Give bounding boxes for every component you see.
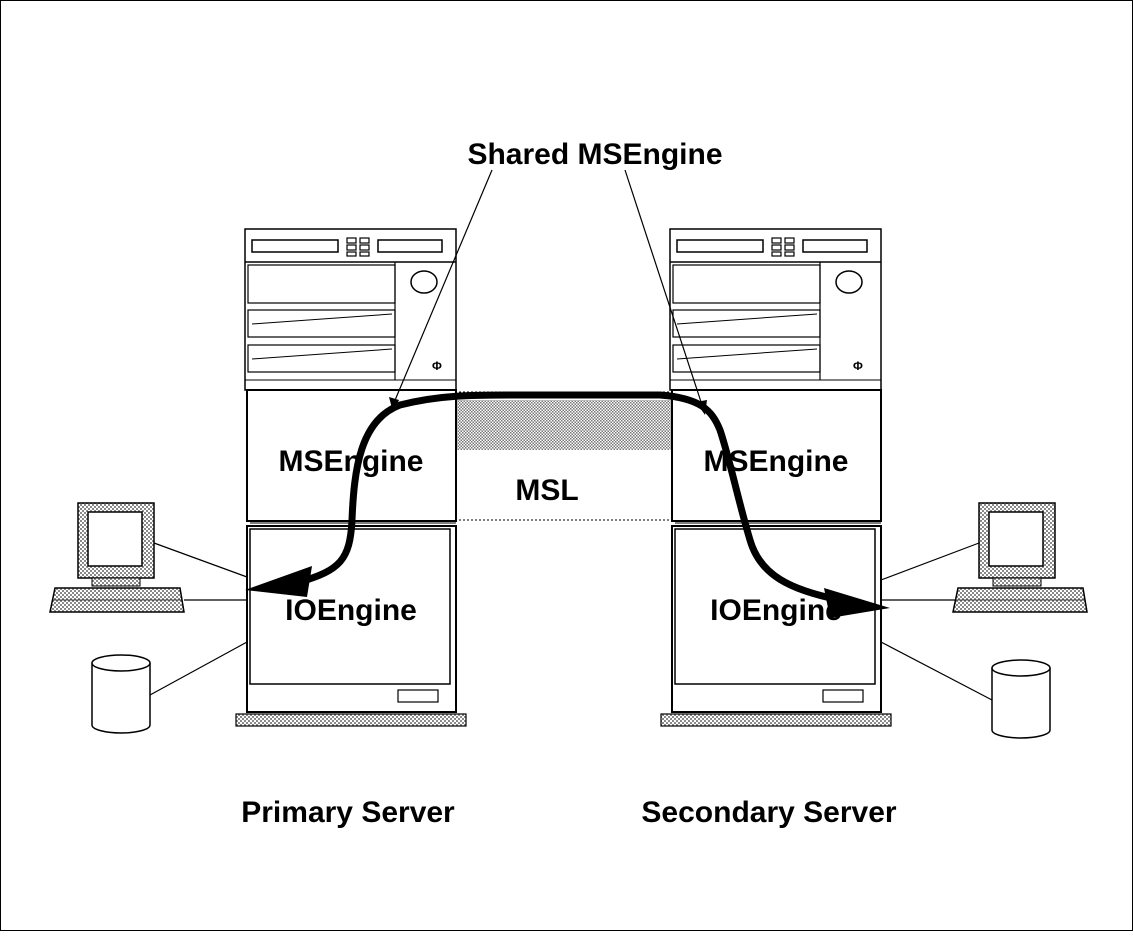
secondary-ioengine-box bbox=[671, 525, 882, 713]
msl-cable bbox=[455, 400, 676, 450]
primary-ioengine-box bbox=[246, 525, 457, 713]
secondary-server-caption: Secondary Server bbox=[641, 796, 896, 829]
power-icon: Φ bbox=[432, 359, 442, 373]
secondary-ioengine-label: IOEngine bbox=[710, 594, 842, 627]
disk-icon bbox=[991, 659, 1051, 739]
diagram-title: Shared MSEngine bbox=[467, 138, 722, 171]
keyboard-icon bbox=[49, 587, 185, 613]
primary-msengine-label: MSEngine bbox=[278, 445, 423, 478]
flow-arrow bbox=[245, 391, 890, 618]
primary-server: Φ bbox=[235, 228, 467, 727]
secondary-server-base bbox=[660, 713, 892, 727]
msl-link bbox=[455, 391, 676, 521]
secondary-peripherals bbox=[880, 502, 1088, 739]
monitor-icon bbox=[978, 502, 1056, 587]
secondary-server: Φ bbox=[660, 228, 892, 727]
primary-ioengine-label: IOEngine bbox=[285, 594, 417, 627]
monitor-icon bbox=[77, 502, 155, 587]
msl-label: MSL bbox=[515, 474, 578, 507]
power-icon: Φ bbox=[853, 359, 863, 373]
disk-icon bbox=[91, 654, 151, 734]
primary-server-caption: Primary Server bbox=[241, 796, 455, 829]
primary-server-base bbox=[235, 713, 467, 727]
secondary-msengine-label: MSEngine bbox=[703, 445, 848, 478]
primary-peripherals bbox=[49, 502, 248, 734]
keyboard-icon bbox=[952, 587, 1088, 613]
